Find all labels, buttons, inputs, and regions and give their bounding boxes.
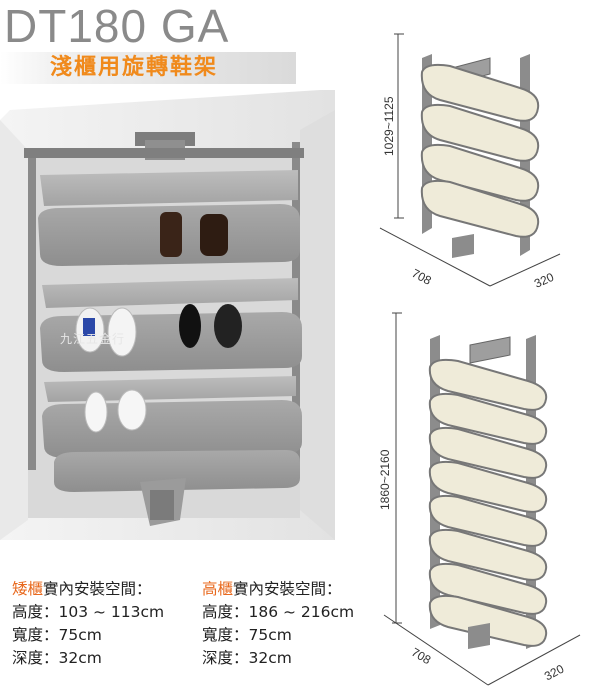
short-specs-heading: 矮櫃實內安裝空間： xyxy=(12,578,164,601)
short-heading-suffix: 實內安裝空間： xyxy=(43,580,152,598)
tall-height-dimension: 1860~2160 xyxy=(378,449,392,510)
tall-height-spec: 高度：186 ~ 216cm xyxy=(202,603,355,621)
tall-specs-heading: 高櫃實內安裝空間： xyxy=(202,578,354,601)
tall-cabinet-specs: 高櫃實內安裝空間： 高度：186 ~ 216cm 寬度：75cm 深度：32cm xyxy=(202,578,354,670)
short-width-spec: 寬度：75cm xyxy=(12,626,102,644)
short-rack-diagram: 1029~1125 708 320 xyxy=(370,28,595,291)
product-subtitle: 淺櫃用旋轉鞋架 xyxy=(50,55,219,80)
short-height-dimension: 1029~1125 xyxy=(382,96,396,156)
tall-rack-diagram: 1860~2160 708 320 xyxy=(370,305,595,700)
short-depth-spec: 深度：32cm xyxy=(12,649,102,667)
short-cabinet-specs: 矮櫃實內安裝空間： 高度：103 ~ 113cm 寬度：75cm 深度：32cm xyxy=(12,578,164,670)
tall-heading-suffix: 實內安裝空間： xyxy=(233,580,342,598)
tall-depth-spec: 深度：32cm xyxy=(202,649,292,667)
product-photo: 九江五金行 xyxy=(0,90,335,540)
tall-rack-drawing xyxy=(383,312,581,686)
tall-width-spec: 寬度：75cm xyxy=(202,626,292,644)
watermark: 九江五金行 xyxy=(60,332,126,346)
model-number: DT180 GA xyxy=(4,0,230,52)
tall-cabinet-label: 高櫃 xyxy=(202,580,234,598)
subtitle-banner xyxy=(0,52,296,84)
short-height-spec: 高度：103 ~ 113cm xyxy=(12,603,165,621)
short-cabinet-label: 矮櫃 xyxy=(12,580,44,598)
shoe-rack-photo-illustration xyxy=(0,90,335,540)
short-rack-drawing xyxy=(379,33,561,287)
